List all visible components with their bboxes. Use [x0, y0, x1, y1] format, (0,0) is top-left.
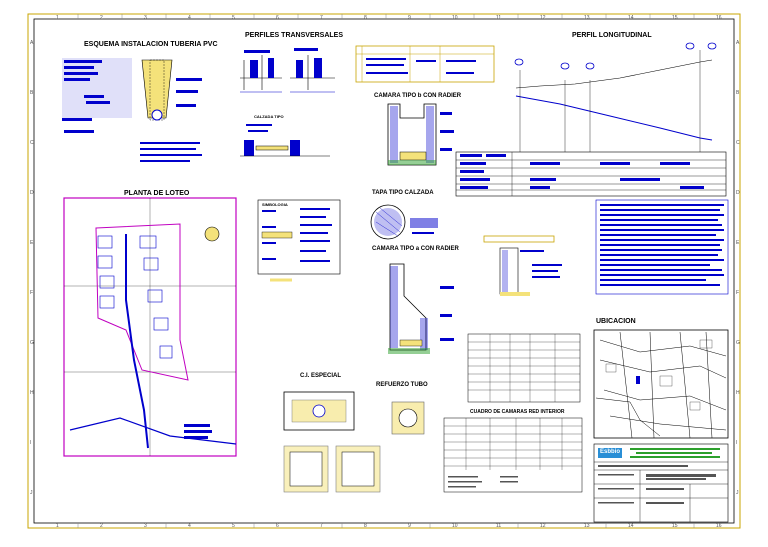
cuadro-camaras-title: CUADRO DE CAMARAS RED INTERIOR [470, 409, 565, 415]
ruler-column-9-top: 9 [408, 15, 411, 21]
camara-a-detail [388, 263, 454, 354]
ruler-column-4-bottom: 4 [188, 523, 191, 529]
cuadro-superior [355, 45, 495, 83]
ruler-row-E-right: E [736, 240, 740, 246]
ruler-row-E-left: E [30, 240, 34, 246]
camara-a-title: CAMARA TIPO a CON RADIER [372, 246, 459, 252]
ruler-column-14-bottom: 14 [628, 523, 634, 529]
ruler-column-7-top: 7 [320, 15, 323, 21]
ruler-column-5-top: 5 [232, 15, 235, 21]
ruler-column-16-bottom: 16 [716, 523, 722, 529]
ruler-column-11-top: 11 [496, 15, 502, 21]
simbologia-title: SIMBOLOGIA [262, 202, 288, 207]
calzada-tipo-title: CALZADA TIPO [254, 114, 284, 119]
ubicacion-map [593, 329, 729, 439]
tapa-title: TAPA TIPO CALZADA [372, 190, 434, 196]
ruler-row-D-right: D [736, 190, 740, 196]
ruler-column-4-top: 4 [188, 15, 191, 21]
ruler-row-H-left: H [30, 390, 34, 396]
ruler-column-12-bottom: 12 [540, 523, 546, 529]
planta-title: PLANTA DE LOTEO [124, 190, 190, 197]
ruler-row-A-left: A [30, 40, 34, 46]
detalle-amarillo [483, 235, 562, 296]
ruler-column-5-bottom: 5 [232, 523, 235, 529]
ruler-column-13-top: 13 [584, 15, 590, 21]
title-block-logo: Esbbio [600, 449, 621, 455]
simbologia [257, 199, 341, 282]
ruler-column-15-top: 15 [672, 15, 678, 21]
ruler-column-9-bottom: 9 [408, 523, 411, 529]
ruler-column-2-bottom: 2 [100, 523, 103, 529]
ruler-row-J-right: J [736, 490, 739, 496]
ruler-column-10-bottom: 10 [452, 523, 458, 529]
ruler-column-11-bottom: 11 [496, 523, 502, 529]
perfil-longitudinal [455, 42, 727, 197]
ruler-row-J-left: J [30, 490, 33, 496]
ruler-column-8-bottom: 8 [364, 523, 367, 529]
esquema-title: ESQUEMA INSTALACION TUBERIA PVC [84, 41, 218, 48]
ruler-row-B-left: B [30, 90, 34, 96]
refuerzo-title: REFUERZO TUBO [376, 382, 428, 388]
ruler-column-7-bottom: 7 [320, 523, 323, 529]
ruler-column-6-bottom: 6 [276, 523, 279, 529]
ruler-row-C-right: C [736, 140, 740, 146]
ruler-column-3-top: 3 [144, 15, 147, 21]
ruler-row-I-left: I [30, 440, 32, 446]
ruler-column-2-top: 2 [100, 15, 103, 21]
ruler-column-10-top: 10 [452, 15, 458, 21]
ubicacion-title: UBICACION [596, 318, 636, 325]
ruler-row-F-right: F [736, 290, 740, 296]
cuadro-resumen [443, 333, 583, 493]
tapa-detail [370, 204, 438, 240]
ruler-row-D-left: D [30, 190, 34, 196]
esquema-detail [62, 58, 202, 162]
ruler-row-I-right: I [736, 440, 738, 446]
ruler-column-1-bottom: 1 [56, 523, 59, 529]
ruler-column-1-top: 1 [56, 15, 59, 21]
ruler-row-A-right: A [736, 40, 740, 46]
ci-especial-title: C.I. ESPECIAL [300, 373, 342, 379]
ruler-column-3-bottom: 3 [144, 523, 147, 529]
ruler-row-C-left: C [30, 140, 34, 146]
title-block [593, 443, 729, 523]
ruler-column-13-bottom: 13 [584, 523, 590, 529]
ruler-column-8-top: 8 [364, 15, 367, 21]
ruler-row-B-right: B [736, 90, 740, 96]
planta-loteo [63, 197, 237, 457]
camara-b-detail [387, 103, 454, 166]
refuerzo-tubo [391, 401, 425, 435]
camara-b-title: CAMARA TIPO b CON RADIER [374, 93, 462, 99]
ruler-column-6-top: 6 [276, 15, 279, 21]
perfiles-title: PERFILES TRANSVERSALES [245, 32, 344, 39]
notas-generales [595, 199, 729, 295]
ruler-row-F-left: F [30, 290, 34, 296]
perfil-longitudinal-title: PERFIL LONGITUDINAL [572, 32, 652, 39]
ruler-column-15-bottom: 15 [672, 523, 678, 529]
ci-especial [283, 391, 381, 493]
ruler-row-G-right: G [736, 340, 740, 346]
ruler-row-H-right: H [736, 390, 740, 396]
ruler-column-14-top: 14 [628, 15, 634, 21]
ruler-column-12-top: 12 [540, 15, 546, 21]
perfiles-detail [240, 48, 335, 157]
ruler-column-16-top: 16 [716, 15, 722, 21]
ruler-row-G-left: G [30, 340, 34, 346]
